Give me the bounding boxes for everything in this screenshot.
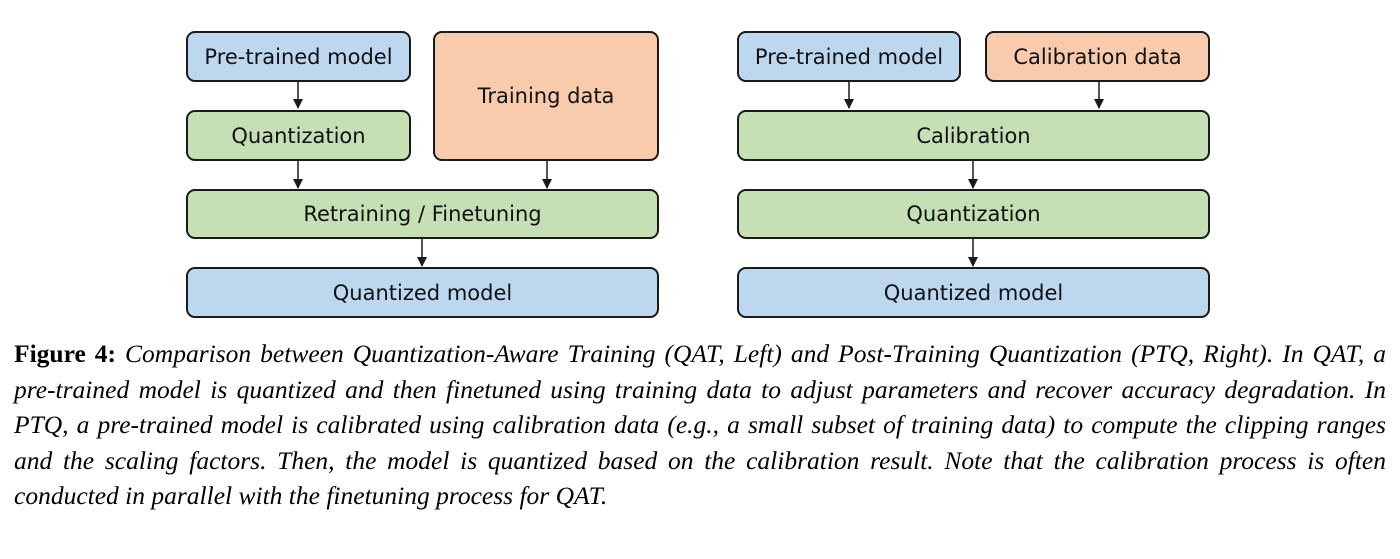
qat-pretrained-model-box: Pre-trained model (186, 31, 411, 82)
ptq-calibration-data-box: Calibration data (985, 31, 1210, 82)
diagram: Pre-trained model Training data Quantiza… (186, 31, 1210, 318)
ptq-calibration-data-label: Calibration data (1013, 44, 1182, 69)
qat-quantization-label: Quantization (231, 123, 366, 148)
qat-quantized-model-label: Quantized model (332, 280, 513, 305)
caption-text: Comparison between Quantization-Aware Tr… (14, 339, 1386, 510)
connector-arrows (293, 82, 1104, 267)
ptq-calibration-label: Calibration (916, 123, 1031, 148)
ptq-quantized-model-label: Quantized model (883, 280, 1064, 305)
ptq-calibration-box: Calibration (737, 110, 1210, 161)
qat-pretrained-model-label: Pre-trained model (204, 44, 393, 69)
ptq-pretrained-model-label: Pre-trained model (754, 44, 944, 69)
qat-quantization-box: Quantization (186, 110, 411, 161)
qat-training-data-label: Training data (477, 84, 615, 108)
qat-training-data-box: Training data (433, 31, 659, 161)
qat-retraining-box: Retraining / Finetuning (186, 189, 659, 239)
qat-retraining-label: Retraining / Finetuning (303, 202, 542, 226)
ptq-quantization-label: Quantization (906, 202, 1041, 226)
ptq-quantized-model-box: Quantized model (737, 267, 1210, 318)
ptq-pretrained-model-box: Pre-trained model (737, 31, 961, 82)
figure-caption: Figure 4: Comparison between Quantizatio… (14, 336, 1386, 514)
ptq-quantization-box: Quantization (737, 189, 1210, 239)
qat-quantized-model-box: Quantized model (186, 267, 659, 318)
figure-label: Figure 4: (14, 339, 117, 368)
